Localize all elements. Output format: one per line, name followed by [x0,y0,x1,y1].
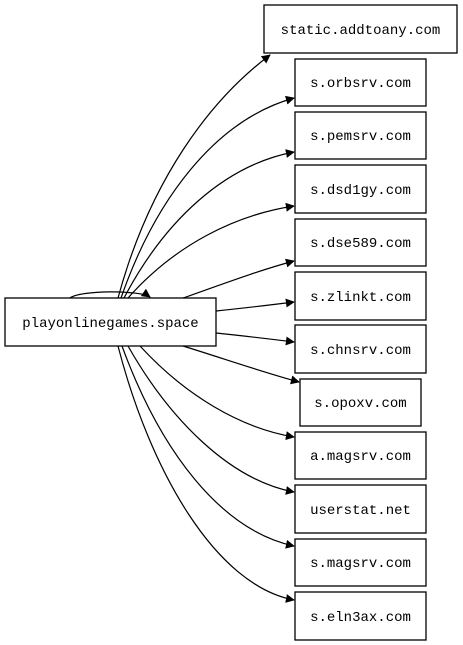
edge-userstat [127,345,295,495]
node-box [294,58,427,107]
node-static-addtoany[interactable]: static.addtoany.com [263,4,458,54]
node-box [294,591,427,641]
node-dse589[interactable]: s.dse589.com [294,218,427,267]
node-dsd1gy[interactable]: s.dsd1gy.com [294,164,427,214]
node-source-box [4,297,217,347]
node-box [294,484,427,534]
edge-orbsrv [120,95,295,299]
node-box [299,378,422,427]
node-pemsrv[interactable]: s.pemsrv.com [294,111,427,160]
edge-eln3ax [117,345,295,603]
node-label: s.opoxv.com [314,396,406,412]
node-box [294,164,427,214]
node-label: s.pemsrv.com [310,129,411,145]
node-box [294,431,427,480]
node-label: userstat.net [310,503,411,519]
node-userstat[interactable]: userstat.net [294,484,427,534]
node-a-magsrv[interactable]: a.magsrv.com [294,431,427,480]
node-label: s.eln3ax.com [310,610,411,626]
node-label: s.magsrv.com [310,556,411,572]
node-label: s.orbsrv.com [310,76,411,92]
node-source[interactable]: playonlinegames.space [4,297,217,347]
node-source-label: playonlinegames.space [22,316,198,332]
node-box [294,271,427,321]
edge-chnsrv [215,332,295,346]
node-chnsrv[interactable]: s.chnsrv.com [294,324,427,374]
node-label: s.dse589.com [310,236,411,252]
edge-static-addtoany [117,54,271,299]
node-label: s.dsd1gy.com [310,183,411,199]
node-label: s.zlinkt.com [310,290,411,306]
node-s-magsrv[interactable]: s.magsrv.com [294,538,427,587]
node-orbsrv[interactable]: s.orbsrv.com [294,58,427,107]
edge-opoxv [182,345,300,385]
edges [69,54,300,603]
edge-dse589 [182,258,295,299]
node-box [294,111,427,160]
node-label: a.magsrv.com [310,449,411,465]
edge-a-magsrv [139,345,295,441]
target-nodes: static.addtoany.com s.orbsrv.com s.pemsr… [263,4,458,641]
node-box [263,4,458,54]
node-opoxv[interactable]: s.opoxv.com [299,378,422,427]
edge-self-loop [69,288,151,299]
node-eln3ax[interactable]: s.eln3ax.com [294,591,427,641]
edge-zlinkt [215,298,295,312]
edge-s-magsrv [121,345,295,549]
node-box [294,538,427,587]
edge-dsd1gy [127,202,295,299]
edge-pemsrv [123,149,295,299]
node-label: static.addtoany.com [281,23,441,39]
node-label: s.chnsrv.com [310,343,411,359]
node-box [294,218,427,267]
node-box [294,324,427,374]
node-zlinkt[interactable]: s.zlinkt.com [294,271,427,321]
